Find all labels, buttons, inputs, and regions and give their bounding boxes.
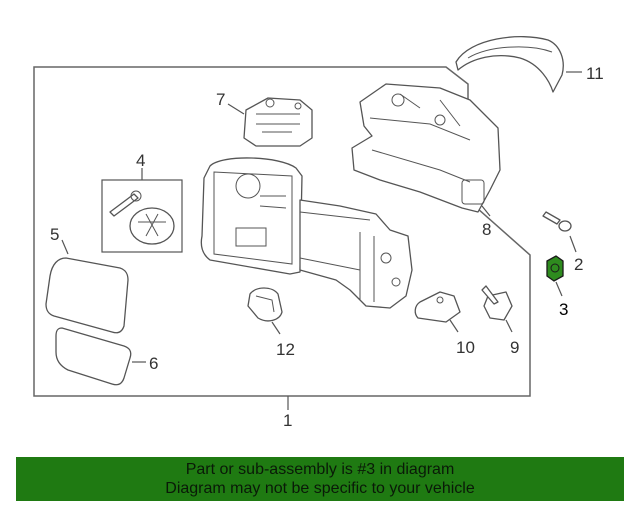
part-3-nut-highlighted[interactable]	[546, 255, 564, 282]
part-12-lamp[interactable]	[247, 287, 283, 322]
callout-6[interactable]: 6	[149, 354, 158, 373]
part-11-mirror-cap[interactable]	[455, 36, 564, 93]
banner-line-2: Diagram may not be specific to your vehi…	[165, 480, 475, 497]
part-1-mirror-assembly[interactable]	[200, 157, 413, 309]
leader-10	[449, 319, 459, 333]
part-5-mirror-glass[interactable]	[45, 257, 129, 334]
callout-2[interactable]: 2	[574, 255, 583, 274]
assembly-outline	[33, 66, 531, 397]
leader-5	[61, 239, 69, 255]
callout-1[interactable]: 1	[283, 411, 292, 430]
part-10-bracket[interactable]	[414, 291, 461, 323]
callout-8[interactable]: 8	[482, 220, 491, 239]
part-8-housing[interactable]	[351, 83, 501, 213]
part-6-spotter-glass[interactable]	[55, 327, 132, 386]
leader-9	[505, 319, 513, 333]
leader-8	[481, 205, 491, 217]
leader-12	[271, 321, 281, 335]
callout-5[interactable]: 5	[50, 225, 59, 244]
part-2-screw[interactable]	[542, 211, 572, 232]
part-9-clip[interactable]	[481, 285, 513, 321]
part-7-bracket[interactable]	[243, 97, 313, 147]
callout-3[interactable]: 3	[559, 300, 568, 319]
callout-9[interactable]: 9	[510, 338, 519, 357]
callout-7[interactable]: 7	[216, 90, 225, 109]
callout-10[interactable]: 10	[456, 338, 475, 357]
callout-12[interactable]: 12	[276, 340, 295, 359]
callout-11[interactable]: 11	[586, 64, 604, 83]
leader-7	[227, 103, 245, 115]
part-info-banner: Part or sub-assembly is #3 in diagram Di…	[16, 457, 624, 501]
callout-4[interactable]: 4	[136, 151, 145, 170]
leader-2	[569, 235, 577, 253]
banner-line-1: Part or sub-assembly is #3 in diagram	[185, 461, 455, 478]
part-4-motor-kit[interactable]	[101, 179, 183, 253]
parts-diagram: 11 7 8 4 1	[33, 36, 604, 430]
leader-3	[555, 281, 563, 297]
